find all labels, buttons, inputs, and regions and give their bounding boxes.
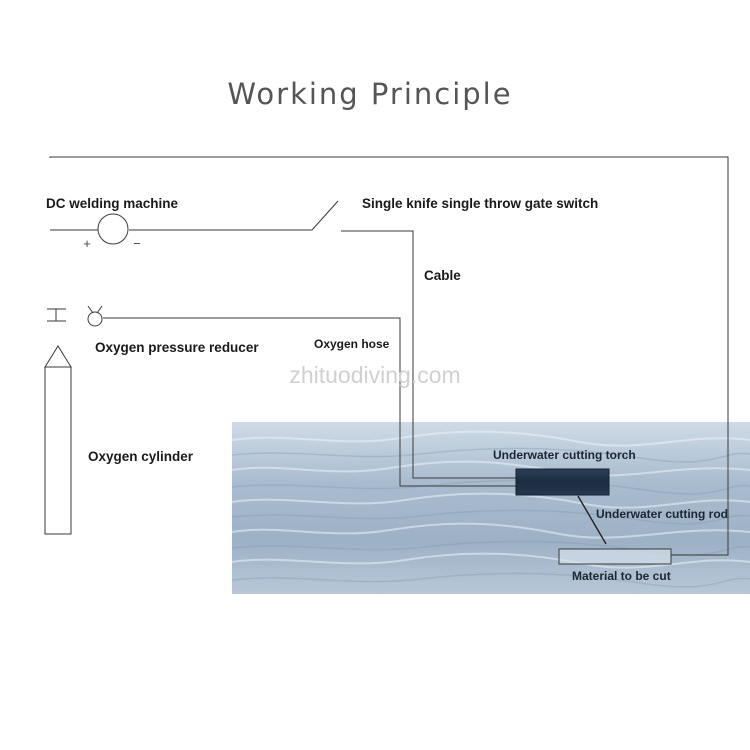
diagram-title: Working Principle bbox=[227, 77, 512, 111]
label-underwater-cutting-torch: Underwater cutting torch bbox=[493, 448, 636, 462]
return-cable bbox=[49, 156, 729, 556]
water-area bbox=[231, 422, 750, 594]
label-oxygen-cylinder: Oxygen cylinder bbox=[88, 449, 194, 464]
oxygen-cylinder-shape bbox=[44, 345, 72, 535]
underwater-cutting-torch-shape bbox=[515, 468, 610, 496]
material-to-be-cut-shape bbox=[558, 548, 672, 565]
minus-sign: − bbox=[133, 236, 141, 251]
label-dc-welding-machine: DC welding machine bbox=[46, 196, 179, 211]
label-underwater-cutting-rod: Underwater cutting rod bbox=[596, 507, 728, 521]
label-material-to-be-cut: Material to be cut bbox=[572, 569, 671, 583]
label-cable: Cable bbox=[424, 268, 461, 283]
switch-blade bbox=[311, 200, 339, 231]
label-oxygen-hose: Oxygen hose bbox=[314, 337, 390, 351]
cable-wire bbox=[341, 230, 516, 479]
plus-sign: + bbox=[83, 236, 91, 251]
oxygen-hose-line bbox=[103, 317, 516, 487]
watermark: zhituodiving.com bbox=[289, 362, 460, 388]
wiring bbox=[49, 156, 729, 556]
dc-welding-machine-symbol: + − bbox=[83, 213, 141, 251]
label-gate-switch: Single knife single throw gate switch bbox=[362, 196, 598, 211]
label-oxygen-pressure-reducer: Oxygen pressure reducer bbox=[95, 340, 259, 355]
cutting-rod bbox=[577, 495, 607, 545]
pressure-reducer-symbol bbox=[47, 305, 103, 327]
